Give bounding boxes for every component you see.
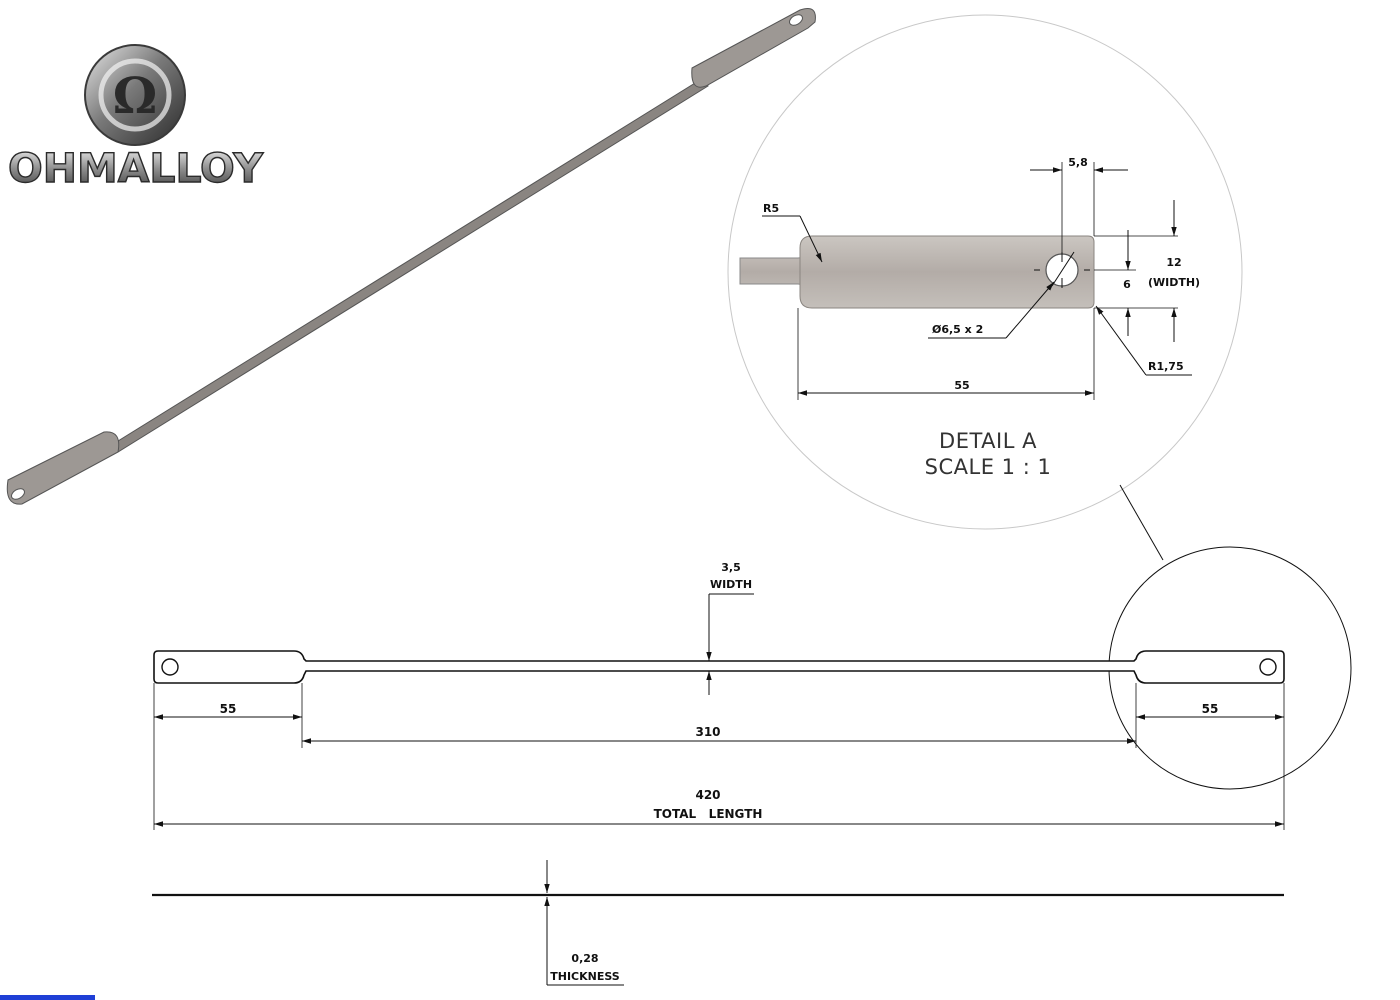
right-hole	[1259, 658, 1277, 676]
dim-width-label: (WIDTH)	[1148, 276, 1200, 289]
detail-tab	[799, 235, 1095, 309]
accent-bar	[0, 995, 95, 1000]
dim-thickness-value: 0,28	[571, 952, 598, 965]
dim-r5: R5	[763, 202, 779, 215]
logo-brand-text: OHMALLOY	[8, 146, 264, 192]
detail-leader	[1119, 484, 1164, 561]
dim-detail-tab-length: 55	[954, 379, 969, 392]
dim-left-tab-length: 55	[220, 702, 237, 716]
strip-tab-bottom-3d	[6, 431, 120, 505]
detail-scale: SCALE 1 : 1	[925, 455, 1052, 479]
dim-right-tab-length: 55	[1202, 702, 1219, 716]
strip-3d-view	[6, 8, 816, 505]
strip-outline	[153, 650, 1285, 684]
dim-width-value: 12	[1166, 256, 1181, 269]
dim-wire-width-label: WIDTH	[710, 578, 752, 591]
dim-middle-length: 310	[695, 725, 720, 739]
dim-total-length-label: TOTAL LENGTH	[654, 807, 763, 821]
dim-hole-diameter: Ø6,5 x 2	[932, 323, 983, 336]
dim-total-length-value: 420	[695, 788, 720, 802]
dim-wire-width-value: 3,5	[721, 561, 741, 574]
left-hole	[161, 658, 179, 676]
logo-omega-symbol: Ω	[113, 66, 158, 125]
detail-title: DETAIL A	[939, 429, 1037, 453]
brand-logo: Ω OHMALLOY	[7, 44, 265, 193]
dim-thickness-label: THICKNESS	[550, 970, 620, 983]
strip-tab-top-3d	[691, 8, 816, 88]
strip-front-view: 3,5 WIDTH 55 55 310 420 TOTAL LENGTH	[153, 546, 1352, 830]
detail-a-view: R5 5,8 12 (WIDTH) 6 Ø6,5 x 2 R1,75	[727, 14, 1243, 561]
dim-hole-offset: 5,8	[1068, 156, 1088, 169]
strip-wire-3d	[109, 79, 709, 453]
dim-half-width: 6	[1123, 278, 1131, 291]
dim-corner-radius: R1,75	[1148, 360, 1184, 373]
strip-side-view: 0,28 THICKNESS	[152, 860, 1284, 986]
